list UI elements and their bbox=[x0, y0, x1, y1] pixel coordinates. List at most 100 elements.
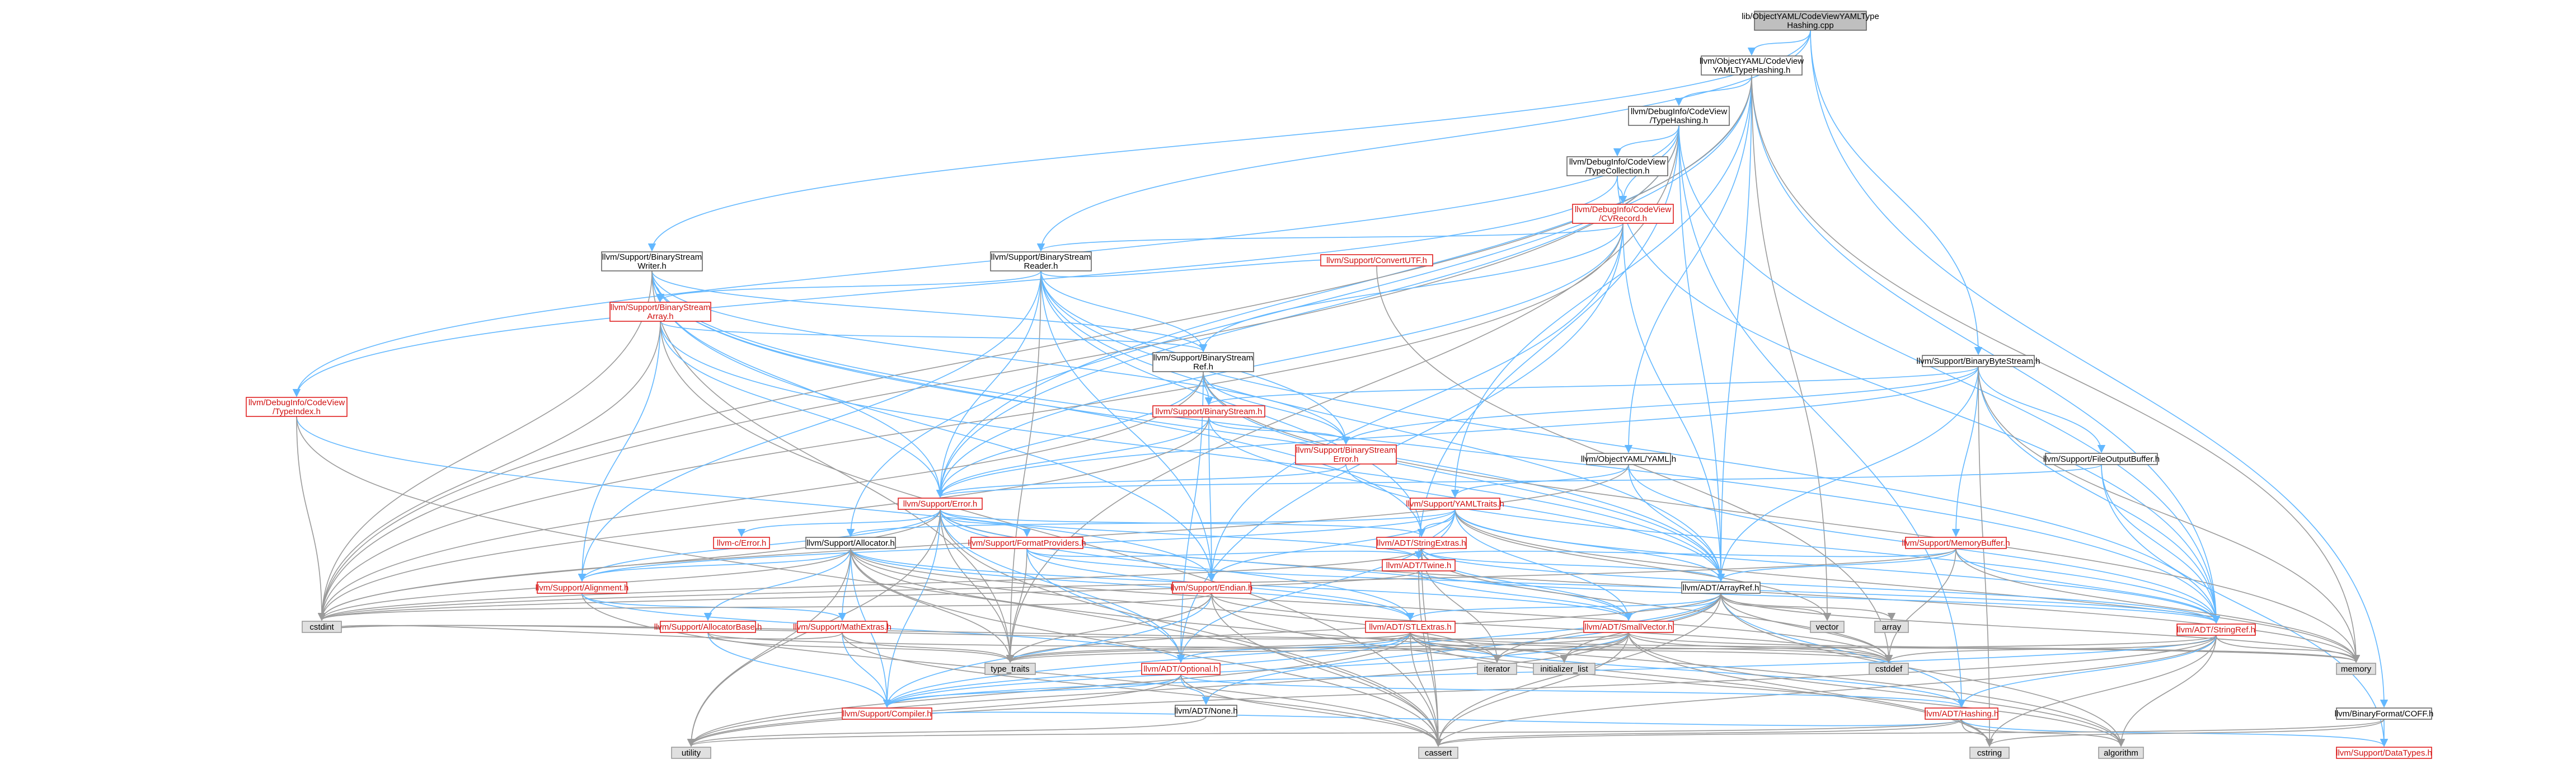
node-box bbox=[660, 621, 756, 633]
node-objyaml[interactable]: llvm/ObjectYAML/YAML.h bbox=[1581, 453, 1676, 465]
node-stringref[interactable]: llvm/ADT/StringRef.h bbox=[2176, 624, 2256, 636]
node-typehash[interactable]: llvm/DebugInfo/CodeView/TypeHashing.h bbox=[1628, 106, 1730, 126]
node-cerror[interactable]: llvm-c/Error.h bbox=[713, 537, 770, 549]
edge-allocbase-to-compiler bbox=[707, 632, 891, 708]
edge-smallvec-to-typetraits bbox=[1006, 632, 1629, 663]
node-allocbase[interactable]: llvm/Support/AllocatorBase.h bbox=[654, 621, 762, 633]
node-vector[interactable]: vector bbox=[1810, 621, 1845, 633]
node-label: llvm/BinaryFormat/COFF.h bbox=[2335, 709, 2434, 719]
node-typeindex[interactable]: llvm/DebugInfo/CodeView/TypeIndex.h bbox=[246, 397, 348, 417]
node-twine[interactable]: llvm/ADT/Twine.h bbox=[1382, 559, 1456, 571]
edge-error-to-cassert bbox=[940, 509, 1443, 747]
node-error[interactable]: llvm/Support/Error.h bbox=[898, 498, 983, 510]
node-box bbox=[1477, 663, 1517, 675]
node-label: llvm/Support/FormatProviders.h bbox=[968, 538, 1086, 548]
edge-smallvec-to-cassert bbox=[1434, 632, 1629, 747]
edge-yamlth-to-cstdint bbox=[317, 74, 1752, 621]
node-label: llvm/ObjectYAML/CodeView bbox=[1700, 57, 1804, 66]
node-algorithm[interactable]: algorithm bbox=[2098, 747, 2144, 759]
edge-typeindex-to-cstdint bbox=[296, 416, 326, 621]
edge-bsref-to-memory bbox=[1203, 371, 2361, 663]
edge-bswriter-to-stringref bbox=[651, 270, 2221, 624]
node-mathextras[interactable]: llvm/Support/MathExtras.h bbox=[793, 621, 891, 633]
edge-bbstream-to-memory bbox=[1978, 366, 2361, 663]
edge-bsarray-to-cassert bbox=[660, 321, 1443, 747]
node-yamltraits[interactable]: llvm/Support/YAMLTraits.h bbox=[1406, 498, 1504, 510]
node-bstream[interactable]: llvm/Support/BinaryStream.h bbox=[1152, 405, 1265, 418]
node-utility[interactable]: utility bbox=[671, 747, 711, 759]
node-allocator[interactable]: llvm/Support/Allocator.h bbox=[805, 537, 896, 549]
edge-endian-to-cassert bbox=[1211, 593, 1443, 747]
node-cassert[interactable]: cassert bbox=[1418, 747, 1458, 759]
edge-smallvec-to-cstring bbox=[1628, 632, 1994, 747]
node-cvrecord[interactable]: llvm/DebugInfo/CodeView/CVRecord.h bbox=[1572, 204, 1674, 224]
node-fob[interactable]: llvm/Support/FileOutputBuffer.h bbox=[2043, 453, 2160, 465]
node-datatypes[interactable]: llvm/Support/DataTypes.h bbox=[2336, 747, 2432, 759]
node-box bbox=[302, 621, 342, 633]
edge-endian-to-compiler bbox=[883, 593, 1212, 708]
node-label: algorithm bbox=[2104, 748, 2138, 758]
edge-bsarray-to-bsref bbox=[660, 321, 1207, 353]
node-alignment[interactable]: llvm/Support/Alignment.h bbox=[536, 582, 629, 594]
node-yamlth[interactable]: llvm/ObjectYAML/CodeViewYAMLTypeHashing.… bbox=[1700, 55, 1804, 76]
node-hashing[interactable]: llvm/ADT/Hashing.h bbox=[1925, 707, 1999, 720]
node-cstdint[interactable]: cstdint bbox=[302, 621, 342, 633]
node-initlist[interactable]: initializer_list bbox=[1533, 663, 1596, 675]
edge-fob-to-error bbox=[936, 464, 2102, 498]
node-memorybuf[interactable]: llvm/Support/MemoryBuffer.h bbox=[1902, 537, 2010, 549]
node-none[interactable]: llvm/ADT/None.h bbox=[1174, 705, 1238, 717]
edge-typecoll-to-typeindex bbox=[292, 175, 1618, 397]
edge-allocator-to-alignment bbox=[578, 548, 851, 582]
node-compiler[interactable]: llvm/Support/Compiler.h bbox=[842, 707, 932, 720]
edge-fmtprov-to-typetraits bbox=[1006, 548, 1027, 663]
node-coff[interactable]: llvm/BinaryFormat/COFF.h bbox=[2335, 707, 2434, 720]
edge-error-to-stlextras bbox=[940, 509, 1415, 621]
node-box bbox=[1701, 55, 1803, 76]
node-optional[interactable]: llvm/ADT/Optional.h bbox=[1141, 663, 1221, 675]
node-label: array bbox=[1882, 622, 1902, 632]
node-label: llvm/Support/MathExtras.h bbox=[793, 622, 891, 632]
edge-twine-to-cassert bbox=[1418, 570, 1443, 747]
node-cstring[interactable]: cstring bbox=[1969, 747, 2010, 759]
node-typetraits[interactable]: type_traits bbox=[984, 663, 1036, 675]
node-convertutf[interactable]: llvm/Support/ConvertUTF.h bbox=[1320, 254, 1433, 266]
node-endian[interactable]: llvm/Support/Endian.h bbox=[1171, 582, 1253, 594]
node-strextras[interactable]: llvm/ADT/StringExtras.h bbox=[1376, 537, 1467, 549]
edge-bbstream-to-fob bbox=[1978, 366, 2106, 453]
edge-hashing-to-compiler bbox=[883, 710, 1962, 726]
node-label: llvm/Support/BinaryStream bbox=[1153, 353, 1253, 363]
node-bbstream[interactable]: llvm/Support/BinaryByteStream.h bbox=[1917, 355, 2040, 367]
node-fmtprov[interactable]: llvm/Support/FormatProviders.h bbox=[968, 537, 1086, 549]
node-root[interactable]: lib/ObjectYAML/CodeViewYAMLTypeHashing.c… bbox=[1742, 11, 1879, 31]
node-typecoll[interactable]: llvm/DebugInfo/CodeView/TypeCollection.h bbox=[1566, 156, 1668, 176]
edge-mathextras-to-cassert bbox=[842, 632, 1443, 747]
node-arrayref[interactable]: llvm/ADT/ArrayRef.h bbox=[1681, 582, 1761, 594]
node-stlextras[interactable]: llvm/ADT/STLExtras.h bbox=[1365, 621, 1456, 633]
node-label: cassert bbox=[1425, 748, 1452, 758]
edge-fmtprov-to-optional bbox=[1026, 548, 1185, 663]
node-box bbox=[2336, 747, 2432, 759]
node-memory[interactable]: memory bbox=[2336, 663, 2376, 675]
node-label: llvm/ADT/Hashing.h bbox=[1925, 709, 1999, 719]
node-iterator[interactable]: iterator bbox=[1477, 663, 1517, 675]
node-label: llvm/Support/ConvertUTF.h bbox=[1326, 256, 1427, 265]
node-label: llvm/ObjectYAML/YAML.h bbox=[1581, 454, 1676, 464]
edge-bstream-to-bserror bbox=[1208, 416, 1350, 445]
node-label: llvm/ADT/STLExtras.h bbox=[1369, 622, 1452, 632]
node-label: /TypeIndex.h bbox=[273, 407, 321, 416]
node-cstddef[interactable]: cstddef bbox=[1869, 663, 1909, 675]
edge-stlextras-to-cstddef bbox=[1410, 632, 1893, 663]
edge-bswriter-to-endian bbox=[651, 270, 1216, 582]
node-smallvec[interactable]: llvm/ADT/SmallVector.h bbox=[1583, 621, 1674, 633]
edge-allocator-to-utility bbox=[687, 548, 851, 747]
node-array[interactable]: array bbox=[1874, 621, 1909, 633]
edge-stlextras-to-typetraits bbox=[1006, 632, 1411, 663]
node-box bbox=[1586, 453, 1671, 465]
node-box bbox=[1572, 204, 1674, 224]
node-box bbox=[970, 537, 1083, 549]
